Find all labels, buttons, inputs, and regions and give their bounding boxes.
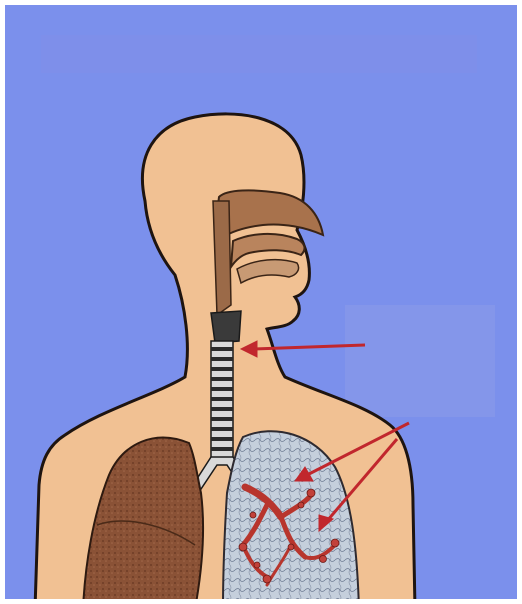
trachea <box>211 341 233 461</box>
respiratory-system-illustration <box>5 5 522 604</box>
larynx <box>211 311 241 343</box>
pharynx <box>213 201 231 315</box>
